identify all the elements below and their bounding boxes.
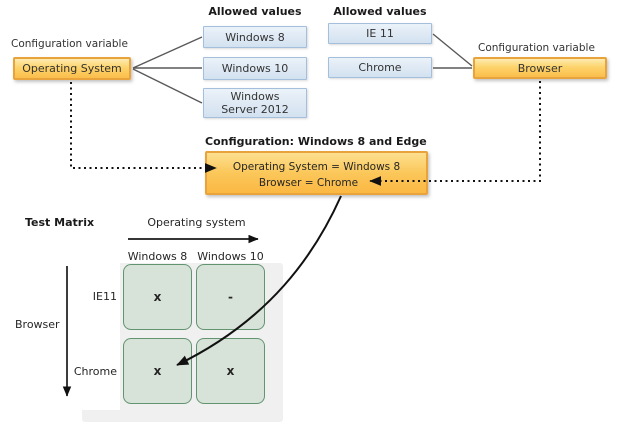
row-header-chrome: Chrome	[73, 365, 117, 378]
configuration-box: Operating System = Windows 8 Browser = C…	[205, 151, 428, 195]
column-header-windows-10: Windows 10	[197, 250, 264, 263]
right-fan-connectors	[432, 33, 473, 69]
matrix-cell-ie11-windows-10: -	[196, 264, 265, 330]
matrix-cell-ie11-windows-8: x	[123, 264, 192, 330]
left-fan-connectors	[132, 36, 203, 104]
left-configuration-variable-label: Configuration variable	[11, 38, 128, 50]
right-configuration-variable-label: Configuration variable	[478, 42, 595, 54]
configuration-line-browser: Browser = Chrome	[258, 177, 359, 189]
browser-variable-box: Browser	[473, 57, 607, 79]
configuration-title: Configuration: Windows 8 and Edge	[205, 135, 427, 148]
value-box-windows-8: Windows 8	[203, 26, 307, 48]
value-windows-10-text: Windows 10	[221, 62, 289, 75]
value-box-windows-server-2012: Windows Server 2012	[203, 88, 307, 118]
value-ie-11-text: IE 11	[366, 27, 394, 40]
matrix-cell-value: x	[153, 290, 162, 304]
browser-variable-text: Browser	[517, 61, 563, 75]
left-allowed-values-header: Allowed values	[208, 5, 302, 18]
test-matrix-title: Test Matrix	[25, 216, 95, 229]
dashed-connector-operating-system	[70, 82, 217, 173]
matrix-cell-value: -	[228, 290, 233, 304]
row-header-ie11: IE11	[92, 290, 117, 303]
matrix-cell-value: x	[226, 364, 235, 378]
value-box-chrome: Chrome	[328, 57, 432, 78]
y-axis-label-browser: Browser	[15, 318, 60, 331]
column-header-windows-8: Windows 8	[127, 250, 188, 263]
matrix-cell-chrome-windows-8: x	[123, 338, 192, 404]
value-windows-server-2012-text: Windows Server 2012	[221, 90, 289, 116]
x-axis-label-operating-system: Operating system	[147, 216, 246, 229]
operating-system-variable-text: Operating System	[22, 62, 122, 75]
matrix-cell-chrome-windows-10: x	[196, 338, 265, 404]
operating-system-variable-box: Operating System	[13, 57, 131, 80]
value-chrome-text: Chrome	[358, 61, 402, 74]
value-windows-8-text: Windows 8	[225, 30, 285, 44]
value-box-windows-10: Windows 10	[203, 57, 307, 80]
configuration-line-operating-system: Operating System = Windows 8	[232, 161, 401, 173]
matrix-cell-value: x	[153, 364, 162, 378]
right-allowed-values-header: Allowed values	[333, 5, 427, 18]
matrix-label-area	[55, 263, 120, 410]
value-box-ie-11: IE 11	[328, 23, 432, 44]
